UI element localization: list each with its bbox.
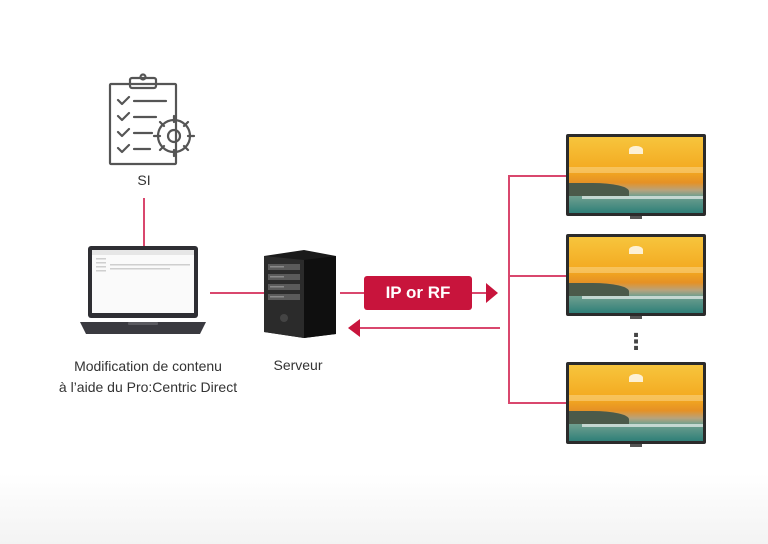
si-checklist-gear-icon xyxy=(108,73,196,166)
display-bracket-bottom xyxy=(508,402,568,404)
server-to-badge-connector xyxy=(340,292,366,294)
laptop-icon xyxy=(80,246,206,334)
server-label: Serveur xyxy=(273,357,323,373)
more-displays-ellipsis: ⋮ xyxy=(625,329,647,354)
laptop-label-line2: à l’aide du Pro:Centric Direct xyxy=(58,379,238,395)
display-3 xyxy=(566,362,706,447)
laptop-to-server-connector xyxy=(210,292,264,294)
display-bracket-middle xyxy=(508,275,568,277)
display-1 xyxy=(566,134,706,219)
arrow-right-icon xyxy=(472,283,498,303)
si-label: SI xyxy=(137,172,151,188)
si-to-laptop-connector xyxy=(143,198,145,246)
protocol-badge: IP or RF xyxy=(364,276,472,310)
laptop-label-line1: Modification de contenu xyxy=(74,358,222,374)
display-2 xyxy=(566,234,706,319)
floor-shadow xyxy=(0,474,768,544)
display-bracket-vertical xyxy=(508,175,510,403)
server-icon xyxy=(264,250,336,338)
arrow-left-icon xyxy=(348,319,500,337)
display-bracket-top xyxy=(508,175,568,177)
